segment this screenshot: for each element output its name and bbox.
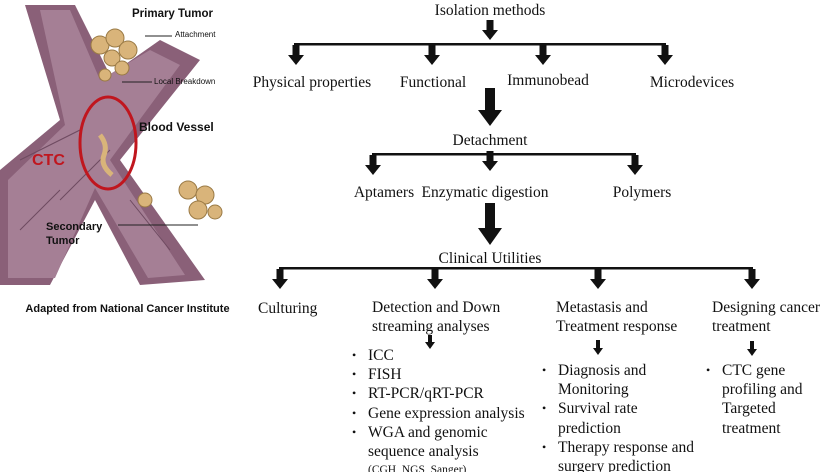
list-item: FISH (352, 365, 537, 384)
detachment-enzymatic: Enzymatic digestion (421, 184, 549, 201)
primary-tumor-cells (90, 28, 138, 82)
designing-list: CTC gene profiling and Targeted treatmen… (706, 361, 806, 438)
list-item: Gene expression analysis (352, 404, 537, 423)
local-breakdown-label: Local Breakdown (154, 77, 216, 86)
ctc-label: CTC (32, 152, 65, 169)
clinical-utilities-title: Clinical Utilities (438, 250, 542, 267)
metastasis-heading: Metastasis and Treatment response (556, 299, 678, 335)
designing-heading: Designing cancer treatment (712, 299, 821, 335)
culturing-heading: Culturing (258, 300, 318, 317)
secondary-tumor-label: Secondary Tumor (46, 221, 103, 247)
detection-list: ICC FISH RT-PCR/qRT-PCR Gene expression … (352, 346, 537, 472)
ctc-illustration (0, 5, 223, 285)
metastasis-list: Diagnosis and Monitoring Survival rate p… (542, 361, 702, 472)
list-item: RT-PCR/qRT-PCR (352, 384, 537, 403)
list-item: ICC (352, 346, 537, 365)
blood-vessel-label: Blood Vessel (139, 120, 214, 134)
method-microdevices: Microdevices (649, 74, 735, 91)
method-functional: Functional (399, 74, 467, 91)
secondary-tumor-cells (137, 180, 223, 220)
ctc-cell (97, 133, 114, 177)
method-physical-properties: Physical properties (252, 74, 372, 91)
attachment-label: Attachment (175, 30, 216, 39)
detachment-title: Detachment (452, 132, 528, 149)
method-immunobead: Immunobead (507, 72, 589, 89)
primary-tumor-label: Primary Tumor (132, 8, 213, 20)
sequencing-note: (CGH, NGS, Sanger) (368, 464, 467, 472)
detachment-polymers: Polymers (612, 184, 672, 201)
detachment-aptamers: Aptamers (353, 184, 415, 201)
detection-heading: Detection and Down streaming analyses (372, 299, 501, 335)
list-item: Therapy response and surgery prediction (542, 438, 702, 472)
ctc-circle (78, 95, 138, 191)
list-item: CTC gene profiling and Targeted treatmen… (706, 361, 806, 438)
isolation-methods-title: Isolation methods (434, 2, 546, 19)
list-item: WGA and genomic sequence analysis (352, 423, 508, 461)
list-item: Survival rate prediction (542, 399, 668, 437)
list-item: Diagnosis and Monitoring (542, 361, 673, 399)
source-caption: Adapted from National Cancer Institute (25, 303, 230, 315)
